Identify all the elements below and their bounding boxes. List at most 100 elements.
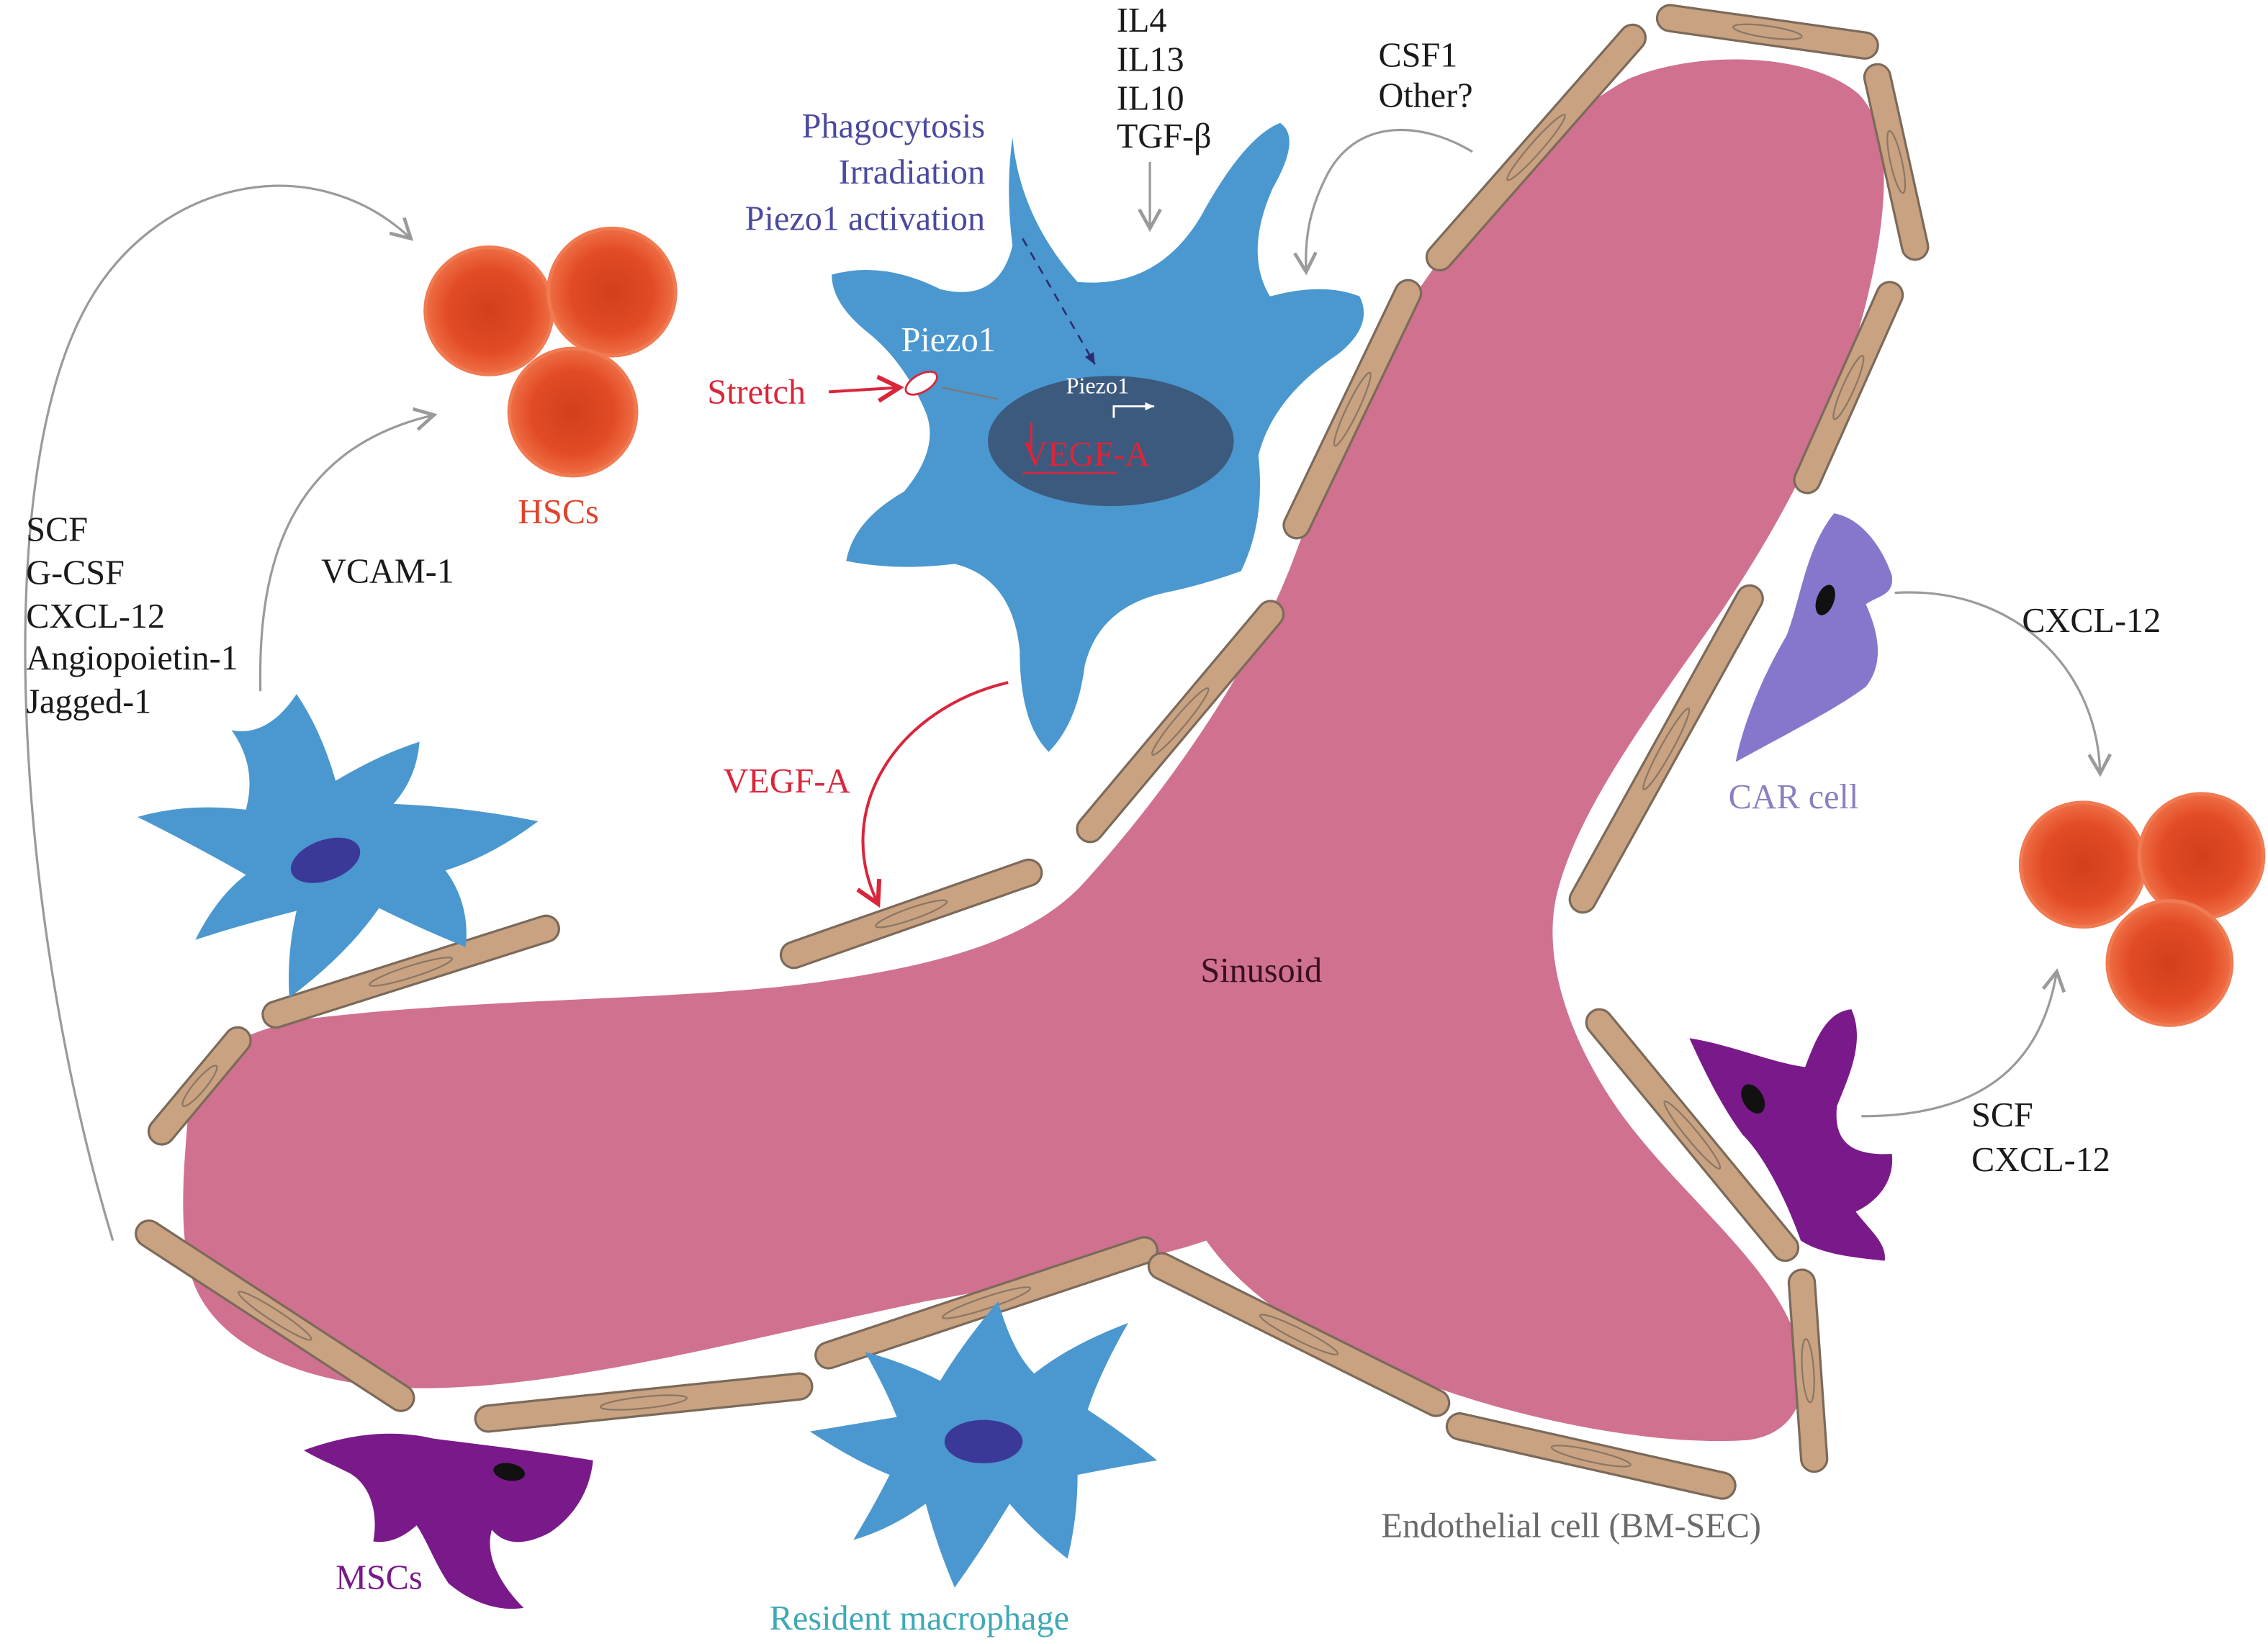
hsc-cell: [2137, 792, 2266, 921]
endothelial-cell-body: [779, 858, 1043, 970]
endothelial-cell-nucleus: [1801, 1338, 1815, 1404]
long-arc-arrow: [24, 184, 414, 1242]
endothelial-cell: [1568, 584, 1764, 914]
endothelial-cell-nucleus: [1506, 114, 1566, 181]
endothelial-cell-body: [1445, 1412, 1737, 1500]
endothelial-cell-body: [1585, 1008, 1800, 1263]
endothelial-cell-body: [1787, 1268, 1829, 1473]
csf1-arrow: [1293, 128, 1473, 276]
sinusoid-vessel: [183, 59, 1884, 1442]
piezo1-channel-icon: [904, 370, 938, 396]
msc-right: [1689, 1009, 1893, 1261]
factor-label: Angiopoietin-1: [26, 639, 238, 677]
endothelial-cell-body: [261, 914, 560, 1029]
endothelial-cell-body: [1282, 279, 1423, 540]
endothelial-cell: [1445, 1412, 1737, 1500]
endothelial-cell-nucleus: [1732, 23, 1803, 40]
hsc-cluster-right: [2018, 792, 2266, 1027]
factor-label: CXCL-12: [26, 597, 165, 636]
hsc-label: HSCs: [518, 493, 599, 531]
csf1-label: CSF1: [1378, 36, 1457, 74]
endothelial-cell-body: [1793, 281, 1904, 494]
trigger-label: Irradiation: [839, 153, 985, 191]
car-cell: [1735, 513, 1893, 762]
endothelial-cell: [1076, 600, 1285, 844]
endothelial-cell-body: [147, 1026, 252, 1146]
endothelial-cell-nucleus: [237, 1291, 312, 1341]
msc-body: [1689, 1009, 1893, 1261]
hsc-cell: [507, 346, 639, 478]
msc-nucleus: [1741, 1084, 1765, 1114]
endothelial-cell: [1147, 1252, 1451, 1417]
channel-signal-line: [941, 387, 999, 400]
vegfa-arrow: [856, 681, 1009, 908]
endothelial-cell: [1787, 1268, 1829, 1473]
endothelial-cell-body: [1863, 63, 1930, 261]
cytokine-label: IL10: [1117, 80, 1184, 118]
endothelial-cell-nucleus: [1550, 1445, 1632, 1468]
endothelial-cell: [261, 914, 560, 1029]
msc-signal-label: CXCL-12: [1971, 1141, 2110, 1179]
vcam-label: VCAM-1: [321, 553, 454, 591]
nucleus-gene-label: Piezo1: [1066, 372, 1129, 398]
vcam-arrow: [258, 407, 438, 692]
trigger-label: Phagocytosis: [802, 107, 985, 145]
car-cell-nucleus: [1815, 584, 1835, 615]
macrophage-left: [137, 694, 539, 998]
msc-signal-label: SCF: [1971, 1096, 2033, 1134]
endothelial-cell-nucleus: [1832, 355, 1865, 420]
endothelial-cell: [1425, 23, 1647, 272]
endothelial-cell-nucleus: [1333, 371, 1372, 447]
car-cxcl12-arrow: [1894, 591, 2112, 777]
resident-macrophage: [810, 1301, 1158, 1588]
stretch-arrow: [829, 374, 904, 403]
hsc-cell: [546, 226, 678, 358]
msc-nucleus: [493, 1463, 526, 1481]
factor-label: SCF: [26, 510, 88, 548]
car-cell-label: CAR cell: [1729, 778, 1859, 816]
endothelial-cell-body: [1425, 23, 1647, 272]
endothelial-cell-nucleus: [1642, 708, 1691, 791]
endothelial-cell: [147, 1026, 252, 1146]
endothelial-cell: [1585, 1008, 1800, 1263]
endothelial-cell-body: [1076, 600, 1285, 844]
hsc-cell: [2105, 898, 2234, 1027]
macrophage-nucleus: [290, 837, 361, 883]
endothelial-cell-body: [1655, 4, 1879, 60]
endothelial-cell-nucleus: [941, 1286, 1032, 1319]
endothelial-cell-nucleus: [1886, 130, 1907, 194]
trigger-label: Piezo1 activation: [745, 199, 985, 238]
factor-label: Jagged-1: [26, 682, 151, 721]
vegfa-label: VEGF-A: [724, 762, 851, 800]
endothelial-cell-body: [474, 1372, 814, 1433]
endothelial-cell-body: [1147, 1252, 1451, 1417]
endothelial-cell-body: [1568, 584, 1764, 914]
resident-macrophage-label: Resident macrophage: [770, 1599, 1069, 1638]
piezo1-channel-label: Piezo1: [901, 321, 996, 359]
msc-label: MSCs: [336, 1559, 423, 1597]
car-cell-body: [1735, 513, 1893, 762]
endothelial-cell: [1863, 63, 1930, 261]
hsc-cell: [423, 245, 554, 376]
cytokine-label: TGF-β: [1117, 117, 1212, 155]
endothelial-cell-body: [135, 1219, 415, 1412]
endothelial-cell-nucleus: [369, 957, 454, 987]
endothelial-cell: [135, 1219, 415, 1412]
msc-signal-arrow: [1861, 968, 2066, 1118]
endothelial-cell-nucleus: [599, 1394, 688, 1411]
endothelial-cell: [1793, 281, 1904, 494]
endothelial-cell: [1655, 4, 1879, 60]
other-signal-label: Other?: [1378, 77, 1472, 115]
endothelial-cell-nucleus: [1663, 1101, 1722, 1170]
endothelial-cell: [1282, 279, 1423, 540]
endothelial-cell-nucleus: [1151, 687, 1210, 756]
cytokine-label: IL13: [1117, 40, 1184, 78]
endothelial-cell-nucleus: [875, 899, 948, 929]
car-signal-label: CXCL-12: [2022, 602, 2161, 640]
endothelial-lining: [135, 4, 1930, 1500]
hsc-cluster-top: [423, 226, 678, 478]
endothelial-cell: [474, 1372, 814, 1433]
macrophage-nucleus: [944, 1419, 1023, 1463]
sinusoid-label: Sinusoid: [1200, 952, 1322, 990]
